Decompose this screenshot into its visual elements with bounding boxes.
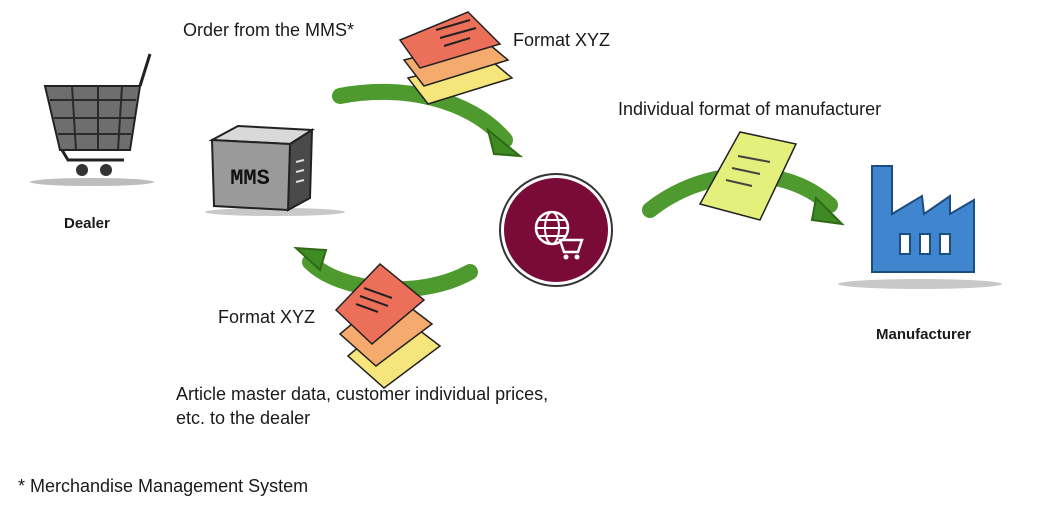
order-from-mms-label: Order from the MMS* [183,20,355,40]
article-master-data-label: Article master data, customer individual… [176,384,549,428]
document-stack-icon [398,11,514,105]
mms-computer-icon: MMS [205,124,345,216]
format-xyz-bottom-label: Format XYZ [218,307,316,327]
manufacturer-label: Manufacturer [876,326,972,343]
globe-cart-icon [499,173,613,287]
format-xyz-top-label: Format XYZ [513,30,611,50]
shopping-cart-icon [30,53,154,186]
dealer-label: Dealer [64,215,110,232]
mms-box-label: MMS [230,166,270,191]
document-icon [698,131,798,221]
document-stack-icon [334,262,442,389]
factory-icon [838,165,1002,289]
individual-format-label: Individual format of manufacturer [618,99,882,119]
footnote: * Merchandise Management System [18,476,309,496]
